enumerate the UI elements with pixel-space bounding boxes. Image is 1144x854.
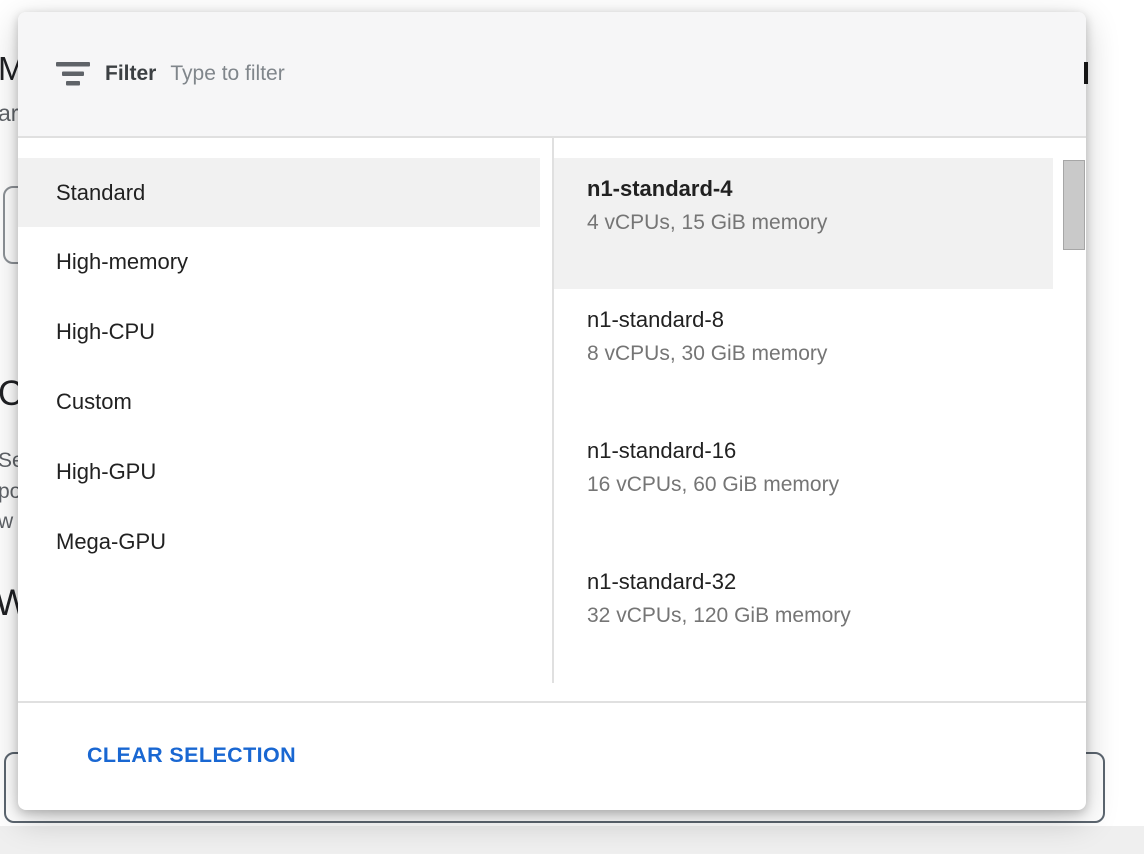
clear-selection-button[interactable]: CLEAR SELECTION [83, 737, 300, 774]
category-item-high-cpu[interactable]: High-CPU [56, 319, 156, 344]
machine-type-specs: 8 vCPUs, 30 GiB memory [587, 342, 828, 365]
category-item-high-memory[interactable]: High-memory [56, 249, 189, 274]
partial-icon [1084, 62, 1088, 84]
machine-type-name: n1-standard-4 [587, 176, 733, 201]
filter-bar: Filter [18, 12, 1086, 138]
dropdown-footer: CLEAR SELECTION [18, 701, 1086, 808]
machine-type-item-n1-standard-16[interactable]: n1-standard-16 16 vCPUs, 60 GiB memory [554, 420, 1053, 551]
bg-text-fragment: ar [0, 100, 19, 126]
machine-type-name: n1-standard-16 [587, 438, 737, 463]
machine-type-specs: 16 vCPUs, 60 GiB memory [587, 473, 840, 496]
bg-text-fragment: C [0, 374, 24, 413]
page-bottom-background [0, 826, 1144, 854]
category-item-custom[interactable]: Custom [56, 389, 132, 414]
scrollbar-thumb[interactable] [1063, 160, 1085, 250]
machine-type-item-n1-standard-4[interactable]: n1-standard-4 4 vCPUs, 15 GiB memory [554, 158, 1053, 289]
filter-label: Filter [105, 62, 157, 85]
dropdown-body: Standard High-memory High-CPU Custom Hig… [18, 138, 1086, 701]
bg-text-fragment: Se [0, 449, 24, 472]
filter-icon [56, 62, 90, 86]
machine-type-list: n1-standard-4 4 vCPUs, 15 GiB memory n1-… [553, 138, 1086, 701]
machine-type-dropdown: Filter Standard High-memory High-CPU Cus… [18, 12, 1086, 810]
machine-type-name: n1-standard-32 [587, 569, 737, 594]
category-item-mega-gpu[interactable]: Mega-GPU [56, 529, 167, 554]
machine-type-specs: 4 vCPUs, 15 GiB memory [587, 211, 828, 234]
bg-text-fragment: w [0, 510, 14, 533]
machine-type-item-n1-standard-32[interactable]: n1-standard-32 32 vCPUs, 120 GiB memory [554, 551, 1053, 682]
category-item-standard[interactable]: Standard [18, 158, 540, 227]
category-list: Standard High-memory High-CPU Custom Hig… [18, 138, 553, 701]
category-item-high-gpu[interactable]: High-GPU [56, 459, 157, 484]
machine-type-specs: 32 vCPUs, 120 GiB memory [587, 604, 851, 627]
filter-input[interactable] [170, 62, 771, 86]
bg-text-fragment: po [0, 480, 22, 503]
machine-type-name: n1-standard-8 [587, 307, 724, 332]
machine-type-item-n1-standard-8[interactable]: n1-standard-8 8 vCPUs, 30 GiB memory [554, 289, 1053, 420]
column-divider [552, 138, 554, 683]
